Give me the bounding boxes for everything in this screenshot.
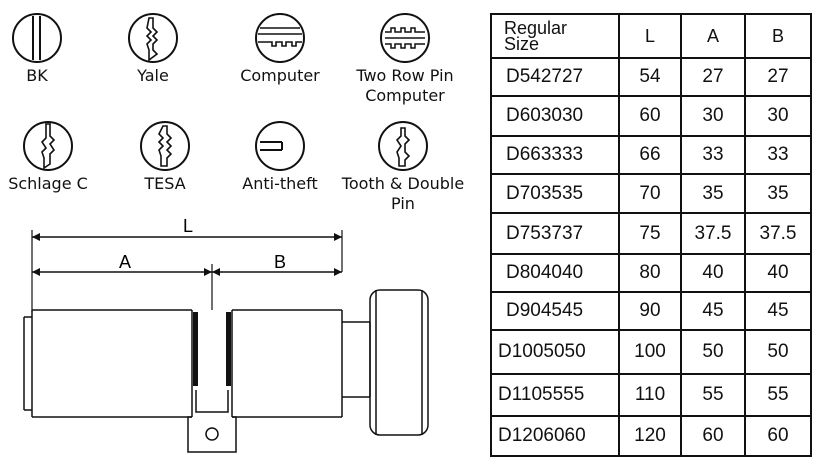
keyway-yale: Yale — [113, 10, 193, 86]
table-cell: 55 — [680, 373, 746, 417]
keyway-label: Schlage C — [8, 174, 88, 193]
tesa-keyway-icon — [140, 121, 190, 171]
table-cell: 120 — [618, 415, 682, 457]
table-cell: 35 — [744, 173, 812, 214]
table-cell: D542727 — [490, 57, 620, 97]
keyway-computer: Computer — [230, 10, 330, 86]
dimension-label-l: L — [183, 216, 193, 236]
arrowhead — [32, 233, 40, 241]
table-cell: 60 — [680, 415, 746, 457]
table-header-cell: B — [744, 13, 812, 59]
table-cell: 54 — [618, 57, 682, 97]
keyway-anti-theft: Anti-theft — [235, 118, 325, 194]
keyway-tesa: TESA — [125, 118, 205, 194]
table-header-cell: A — [680, 13, 746, 59]
screw-hole — [205, 427, 219, 441]
table-cell: D1105555 — [490, 373, 620, 417]
cylinder-dimension-diagram: L A B — [23, 216, 429, 453]
table-cell: D753737 — [490, 212, 620, 255]
table-cell: 37.5 — [680, 212, 746, 255]
table-cell: 66 — [618, 135, 682, 175]
keyway-label: BK — [26, 66, 48, 85]
computer-keyway-icon — [255, 13, 305, 63]
table-cell: 33 — [744, 135, 812, 175]
table-cell: 110 — [618, 373, 682, 417]
table-cell: 50 — [680, 329, 746, 375]
table-cell: 75 — [618, 212, 682, 255]
arrowhead — [334, 268, 342, 276]
table-cell: 30 — [680, 95, 746, 137]
table-cell: 40 — [680, 253, 746, 293]
table-header-cell: Regular Size — [490, 13, 620, 59]
cam-slot-bar — [193, 312, 198, 386]
table-cell: D663333 — [490, 135, 620, 175]
table-cell: D1005050 — [490, 329, 620, 375]
table-cell: 60 — [618, 95, 682, 137]
keyway-label: Tooth & Double Pin — [341, 174, 465, 213]
keyway-label: Yale — [137, 66, 169, 85]
keyway-label: TESA — [144, 174, 186, 193]
table-cell: 60 — [744, 415, 812, 457]
table-cell: 45 — [680, 291, 746, 331]
table-cell: 27 — [744, 57, 812, 97]
cam-slot-bar — [226, 312, 231, 386]
arrowhead — [212, 268, 220, 276]
table-cell: 33 — [680, 135, 746, 175]
table-header-cell: L — [618, 13, 682, 59]
table-cell: 50 — [744, 329, 812, 375]
table-header-row: Regular Size L A B — [490, 13, 812, 59]
arrowhead — [32, 268, 40, 276]
table-cell: 90 — [618, 291, 682, 331]
arrowhead — [334, 233, 342, 241]
table-cell: 80 — [618, 253, 682, 293]
table-cell: D703535 — [490, 173, 620, 214]
table-cell: 100 — [618, 329, 682, 375]
arrowhead — [204, 268, 212, 276]
table-cell: D804040 — [490, 253, 620, 293]
schlage-c-keyway-icon — [23, 121, 73, 171]
table-cell: 35 — [680, 173, 746, 214]
cylinder-body — [23, 289, 429, 453]
table-cell: D1206060 — [490, 415, 620, 457]
table-cell: 45 — [744, 291, 812, 331]
keyway-label: Anti-theft — [242, 174, 318, 193]
keyway-label: Computer — [240, 66, 320, 85]
anti-theft-keyway-icon — [255, 121, 305, 171]
keyway-bk: BK — [2, 10, 72, 86]
yale-keyway-icon — [128, 13, 178, 63]
table-cell: 30 — [744, 95, 812, 137]
table-cell: D904545 — [490, 291, 620, 331]
keyway-tooth-double-pin: Tooth & Double Pin — [335, 118, 471, 214]
two-row-pin-computer-keyway-icon — [380, 13, 430, 63]
table-cell: D603030 — [490, 95, 620, 137]
table-cell: 40 — [744, 253, 812, 293]
dimension-label-b: B — [274, 252, 286, 272]
dimension-label-a: A — [119, 252, 131, 272]
table-cell: 37.5 — [744, 212, 812, 255]
table-cell: 27 — [680, 57, 746, 97]
tooth-double-pin-keyway-icon — [378, 121, 428, 171]
table-cell: 70 — [618, 173, 682, 214]
bk-keyway-icon — [12, 13, 62, 63]
keyway-schlage-c: Schlage C — [0, 118, 96, 194]
table-cell: 55 — [744, 373, 812, 417]
keyway-two-row-pin-computer: Two Row Pin Computer — [340, 10, 470, 106]
keyway-label: Two Row Pin Computer — [356, 66, 454, 105]
